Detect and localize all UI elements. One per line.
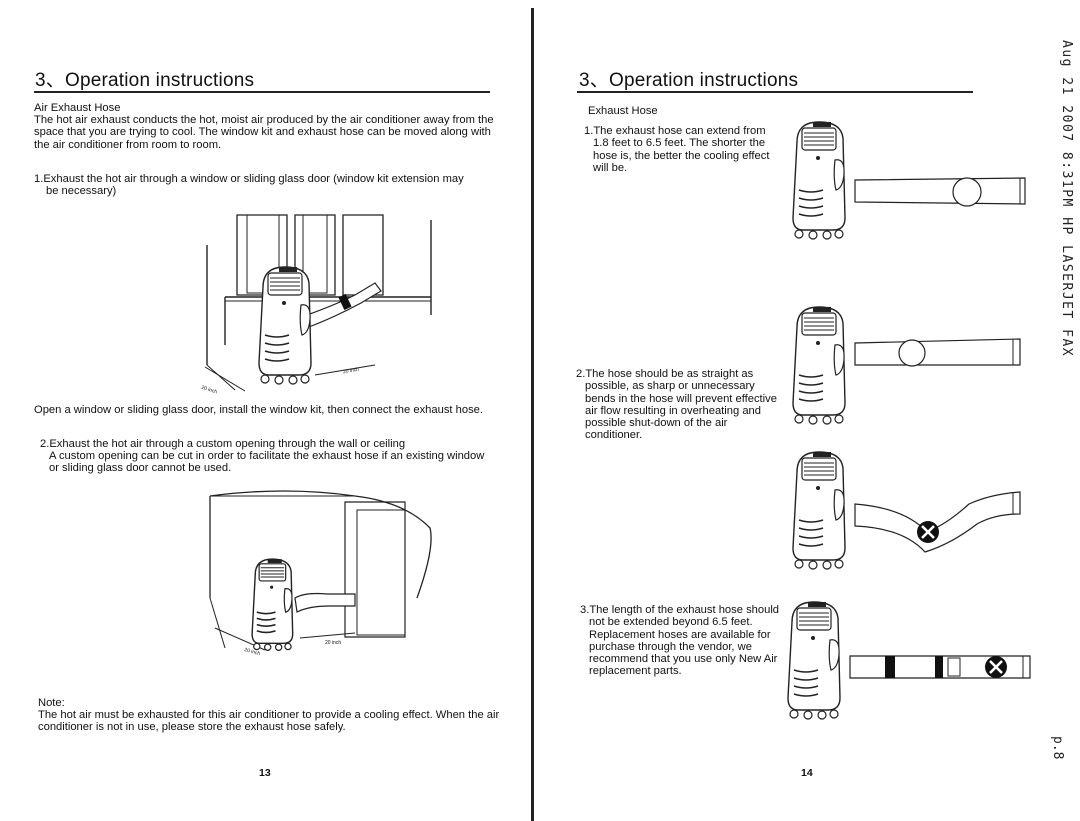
page-number: 13 — [259, 767, 271, 779]
custom-opening-item: 2.Exhaust the hot air through a custom o… — [40, 438, 406, 450]
page-title: 3、Operation instructions — [579, 70, 799, 91]
bent-hose-illustration — [792, 451, 1030, 570]
fax-header-stamp: Aug 21 2007 8:31PM HP LASERJET FAX — [1059, 40, 1074, 358]
hose-length-point: 1.The exhaust hose can extend from 1.8 f… — [584, 125, 770, 174]
straight-hose-illustration-2 — [792, 306, 1030, 425]
page-number: 14 — [801, 767, 813, 779]
window-exhaust-illustration — [195, 215, 445, 395]
straight-hose-illustration-1 — [792, 121, 1030, 240]
title-rule — [577, 91, 973, 93]
custom-opening-description: A custom opening can be cut in order to … — [49, 450, 485, 475]
window-caption: Open a window or sliding glass door, ins… — [34, 404, 484, 416]
page-title: 3、Operation instructions — [35, 70, 255, 91]
right-page: 3、Operation instructions Exhaust Hose 1.… — [576, 70, 1040, 779]
left-page: 3、Operation instructions Air Exhaust Hos… — [0, 0, 530, 821]
note-label: Note: — [38, 697, 65, 709]
wall-opening-illustration — [205, 488, 440, 652]
section-heading: Exhaust Hose — [588, 105, 658, 117]
window-exhaust-item: 1.Exhaust the hot air through a window o… — [34, 173, 464, 198]
fax-page-number: p.8 — [1050, 736, 1065, 760]
extended-hose-illustration — [787, 601, 1035, 720]
intro-paragraph: The hot air exhaust conducts the hot, mo… — [34, 114, 494, 151]
section-heading: Air Exhaust Hose — [34, 102, 121, 114]
dimension-label: 20 inch — [325, 640, 342, 646]
hose-limit-point: 3.The length of the exhaust hose should … — [580, 604, 780, 678]
straight-hose-point: 2.The hose should be as straight as poss… — [576, 368, 777, 442]
note-text: The hot air must be exhausted for this a… — [38, 709, 500, 734]
title-rule — [34, 91, 490, 93]
page-spine — [531, 8, 534, 821]
